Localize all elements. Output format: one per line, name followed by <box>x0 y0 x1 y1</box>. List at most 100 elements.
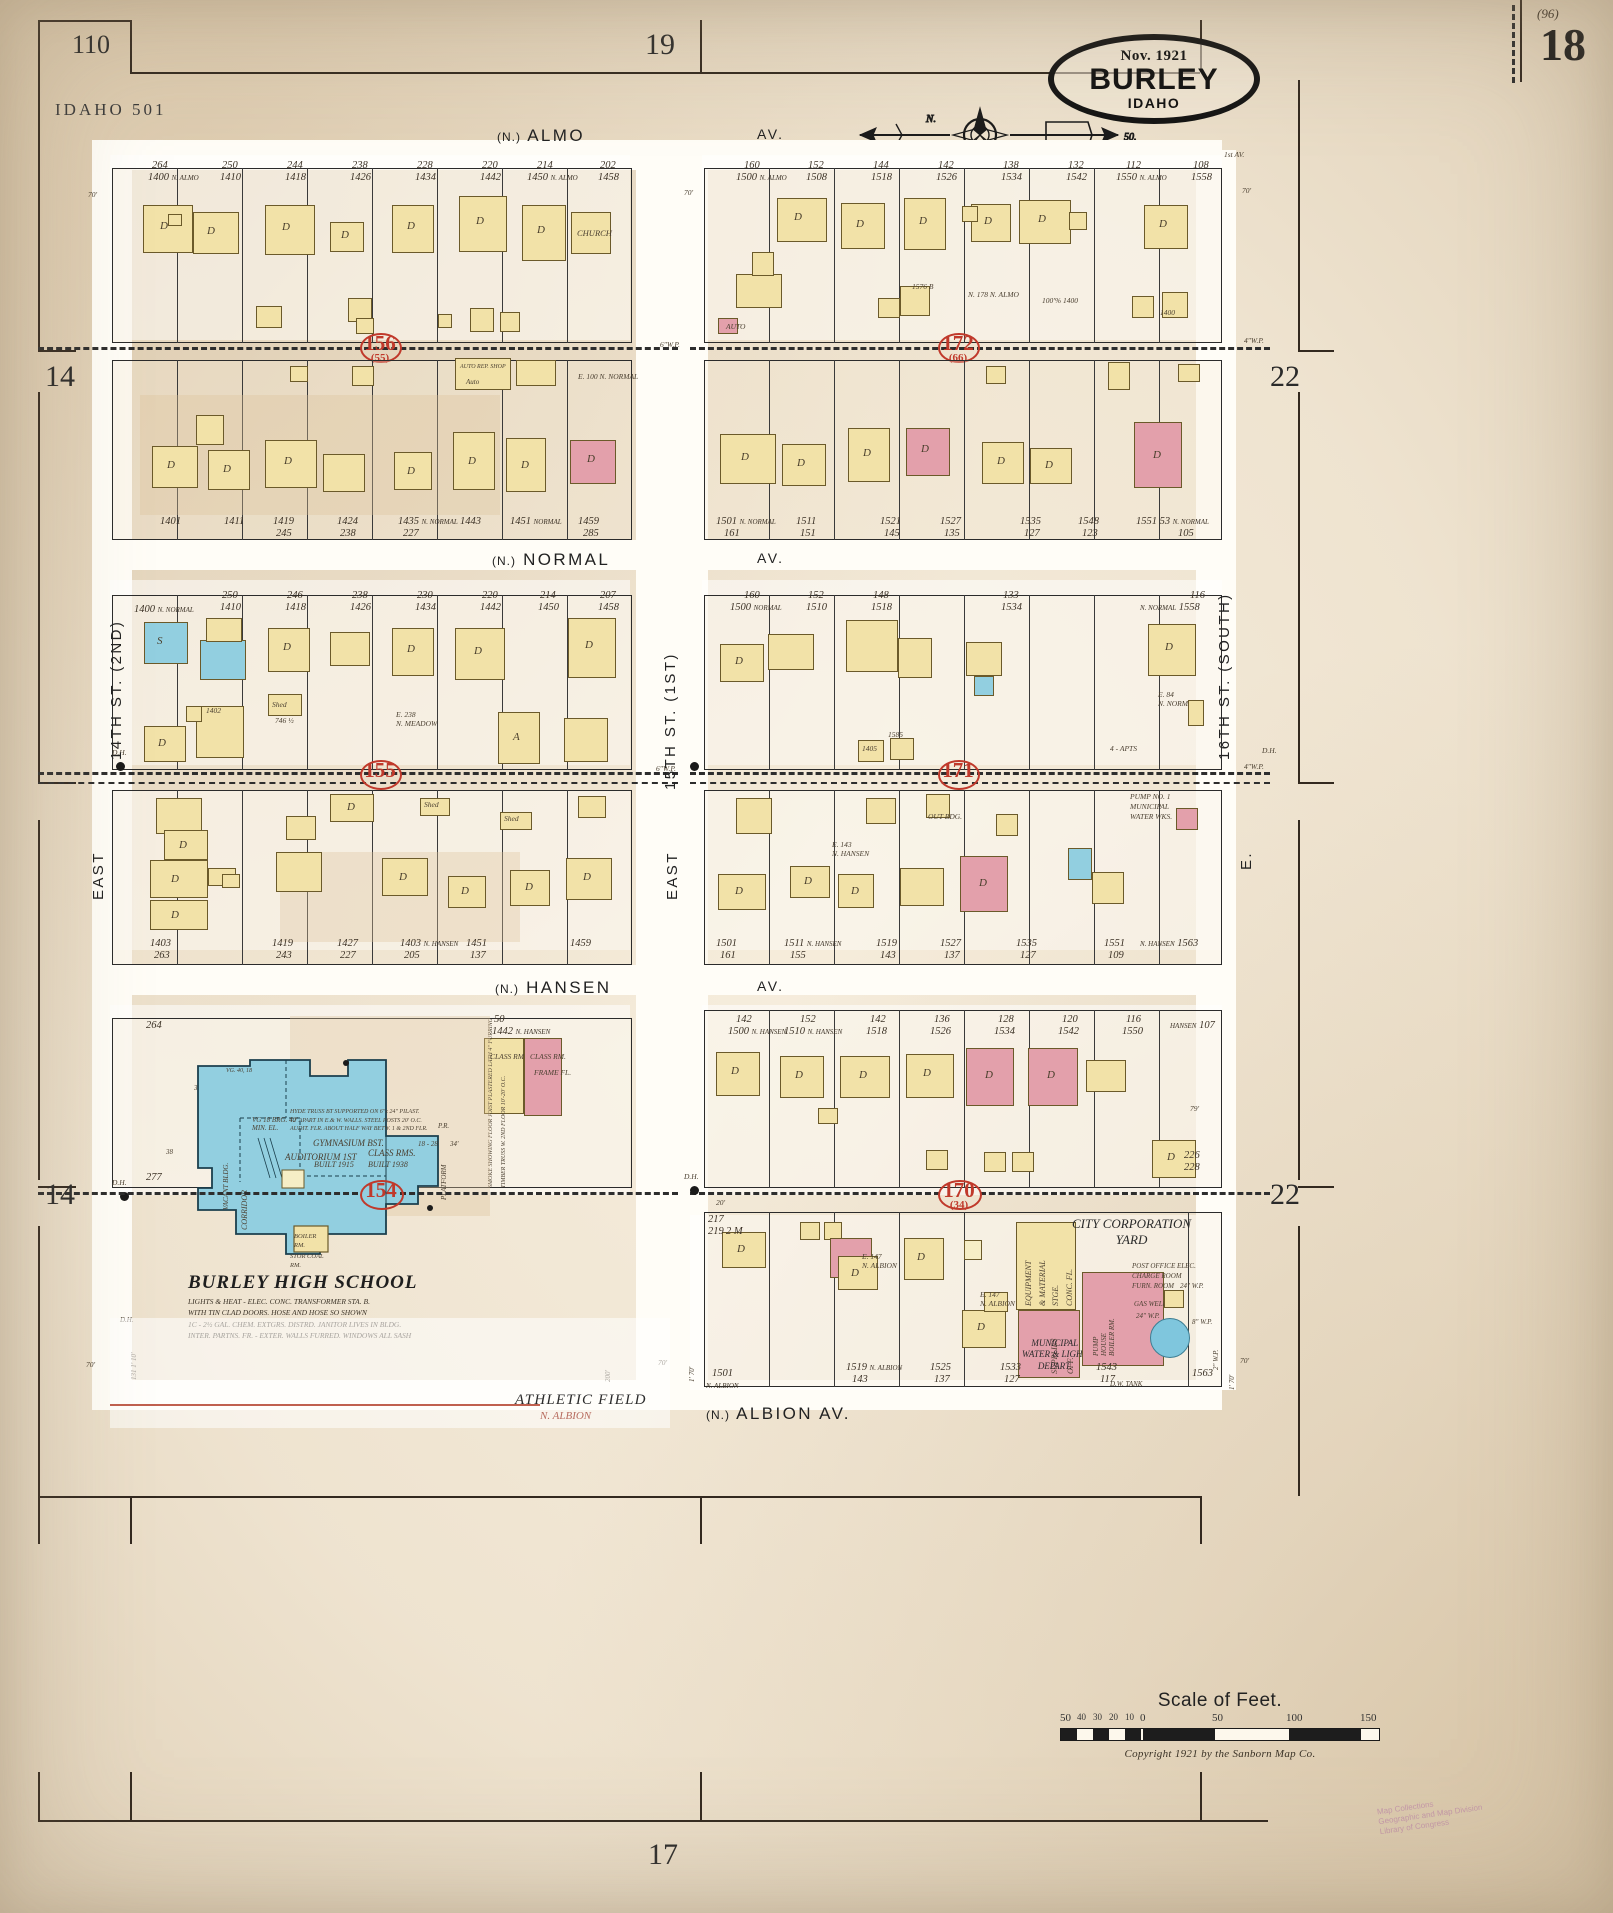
lot-divider <box>1188 1212 1190 1387</box>
building-frame: D <box>455 628 505 680</box>
building-note: Shed <box>424 800 439 809</box>
lot-number: 1534 <box>994 1026 1015 1037</box>
building-outbuilding <box>890 738 914 760</box>
lot-number: 250 <box>222 590 238 601</box>
alley-dashed-line-2 <box>690 782 1270 784</box>
building-frame <box>752 252 774 276</box>
building-outbuilding <box>1188 700 1204 726</box>
lot-divider <box>964 1010 966 1188</box>
dimension-label: 131 1' 10' <box>130 1352 138 1381</box>
neighbor-sheet-right-lower: 22 <box>1270 1178 1300 1211</box>
plant-note: 8" W.P. <box>1192 1318 1213 1326</box>
lot-number: 264 <box>152 160 168 171</box>
lot-number: 217 <box>708 1214 724 1225</box>
building-outbuilding <box>1012 1152 1034 1172</box>
building-stone <box>974 676 994 696</box>
lot-number: 136 <box>934 1014 950 1025</box>
lot-note: N. 178 N. ALMO <box>968 290 1019 299</box>
building-frame: D <box>164 830 208 860</box>
school-room-label: CLASS RMS. <box>368 1148 416 1158</box>
lot-divider <box>177 168 179 343</box>
lot-number: 1424 <box>337 516 358 527</box>
lot-divider <box>964 595 966 770</box>
building-brick: D <box>1028 1048 1078 1106</box>
lot-number: 1442 <box>480 172 501 183</box>
scale-tick: 10 <box>1125 1712 1134 1722</box>
lot-divider <box>567 168 569 343</box>
lot-number: 1442 N. HANSEN <box>492 1026 551 1037</box>
neatline-right-vert <box>1520 0 1522 82</box>
lot-number: 1427 <box>337 938 358 949</box>
top-left-page-number: 110 <box>72 30 111 59</box>
building-outbuilding <box>1164 1290 1184 1308</box>
lot-number: 132 <box>1068 160 1084 171</box>
block-number-ring <box>360 760 402 790</box>
lot-number: 1508 <box>806 172 827 183</box>
building-classroom-brick <box>524 1038 562 1116</box>
lot-number: 1519 <box>876 938 897 949</box>
street-label-almo: (N.) (N.) ALMOALMO <box>497 126 585 145</box>
lot-divider <box>769 1212 771 1387</box>
building-outbuilding <box>986 366 1006 384</box>
neatline-right-tick-3 <box>1298 1186 1334 1188</box>
building-frame: D <box>906 1054 954 1098</box>
neighbor-sheet-left-lower: 14 <box>45 1178 75 1211</box>
building-stone: S <box>144 622 188 664</box>
lot-number: 227 <box>403 528 419 539</box>
building-frame <box>866 798 896 824</box>
plant-note: D.W. TANK <box>1110 1380 1143 1388</box>
lot-number: 161 <box>720 950 736 961</box>
block-number-ring <box>938 760 980 790</box>
neatline-left-upper <box>38 20 40 350</box>
lot-divider <box>899 1010 901 1188</box>
building-brick: D <box>960 856 1008 912</box>
school-wing-note: TIMBER TRUSS W. 2ND FLOOR 10'-20' O.C. <box>501 1075 507 1188</box>
lot-divider <box>769 1010 771 1188</box>
neatline-left-bottom <box>38 1226 40 1496</box>
neatline-bottom-rule-right <box>700 1496 1200 1498</box>
neatline-right-mid <box>1298 392 1300 782</box>
state-index-label: IDAHO 501 <box>55 100 167 119</box>
lot-number: 161 <box>724 528 740 539</box>
lot-number: 1403 <box>150 938 171 949</box>
church-label: CHURCH <box>577 228 612 238</box>
lot-number: 1535 <box>1020 516 1041 527</box>
building-frame: D <box>382 858 428 896</box>
lot-number: 145 <box>884 528 900 539</box>
alley-dashed-line <box>38 772 678 775</box>
plant-note: GAS WELL <box>1134 1300 1167 1308</box>
neatline-top-right <box>700 72 1200 74</box>
building-church <box>571 212 611 254</box>
lot-number: 1450 <box>538 602 559 613</box>
lot-number: 1419 <box>273 516 294 527</box>
building-outbuilding <box>800 1222 820 1240</box>
lot-divider <box>834 790 836 965</box>
building-frame: D <box>392 205 434 253</box>
building-frame <box>206 618 242 642</box>
building-frame: D <box>777 198 827 242</box>
building-frame <box>736 798 772 834</box>
dimension-label: 20' <box>716 1198 726 1207</box>
street-label-15th: 15TH ST. (1ST) <box>662 652 679 790</box>
building-frame <box>846 620 898 672</box>
lot-number: 151 <box>800 528 816 539</box>
lot-number: 1542 <box>1066 172 1087 183</box>
lot-number: 1401 <box>160 516 181 527</box>
building-frame: D <box>506 438 546 492</box>
neatline-bottom-tick-c <box>1200 1496 1202 1544</box>
school-dim: 34' <box>450 1140 459 1148</box>
neatline-right-lower <box>1298 820 1300 1180</box>
athletic-field-sub: N. ALBION <box>540 1410 592 1422</box>
lot-note: AUTO <box>726 322 746 331</box>
lot-number: 120 <box>1062 1014 1078 1025</box>
classroom-label: CLASS RM. <box>490 1052 526 1061</box>
building-frame <box>996 814 1018 836</box>
lot-number: 123 <box>1082 528 1098 539</box>
building-frame <box>736 274 782 308</box>
lot-number: 220 <box>482 590 498 601</box>
lot-number: 219 <box>708 1226 724 1237</box>
lot-divider <box>1029 168 1031 343</box>
lot-number: 117 <box>1100 1374 1115 1385</box>
